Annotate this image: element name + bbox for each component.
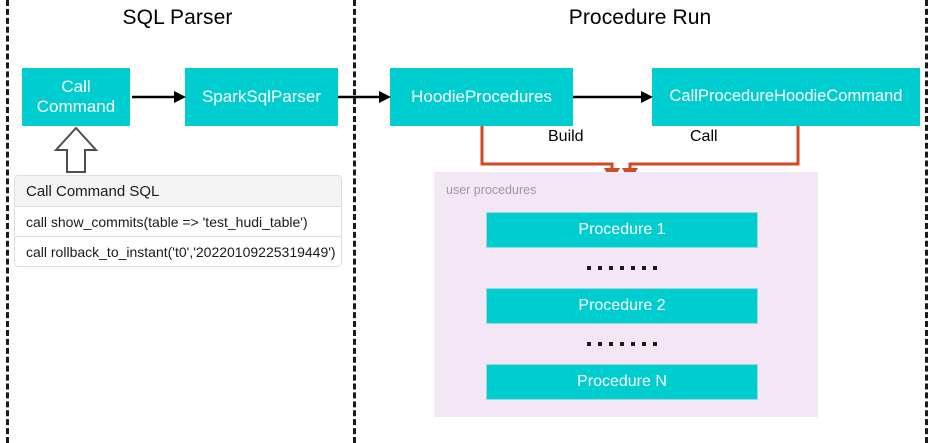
procedure-box-label: Procedure 2 (578, 297, 666, 314)
node-hoodie-procedures[interactable]: HoodieProcedures (390, 68, 573, 126)
node-call-command-line2: Command (36, 97, 116, 116)
sql-table-header: Call Command SQL (14, 175, 342, 207)
section-title-sql-parser: SQL Parser (122, 6, 233, 29)
user-procedures-panel: user procedures Procedure 1 Procedure 2 … (434, 172, 818, 417)
user-procedures-label: user procedures (446, 183, 537, 197)
node-call-command[interactable]: Call Command (22, 68, 130, 126)
node-call-command-label: Call Command (37, 77, 115, 117)
procedure-ellipsis (486, 250, 758, 286)
node-call-procedure-hoodie-command-label: CallProcedureHoodieCommand (669, 87, 903, 106)
divider-middle (353, 0, 356, 443)
procedure-box[interactable]: Procedure 2 (486, 288, 758, 324)
node-call-command-line1: Call (61, 76, 91, 96)
connector-label-build: Build (548, 128, 584, 145)
procedure-box-label: Procedure 1 (578, 221, 666, 238)
procedure-box[interactable]: Procedure 1 (486, 212, 758, 248)
sql-table-row: call rollback_to_instant('t0','202201092… (14, 237, 342, 267)
node-spark-sql-parser[interactable]: SparkSqlParser (185, 68, 338, 126)
arrow-call-command-to-spark-sql-parser (132, 91, 186, 103)
procedure-box-label: Procedure N (577, 373, 667, 390)
call-command-sql-table: Call Command SQL call show_commits(table… (14, 175, 342, 267)
node-hoodie-procedures-label: HoodieProcedures (411, 86, 552, 106)
divider-right (925, 0, 928, 443)
node-spark-sql-parser-label: SparkSqlParser (201, 86, 322, 106)
divider-left (6, 0, 9, 443)
arrow-spark-sql-parser-to-hoodie-procedures (338, 91, 391, 103)
connector-label-call: Call (690, 128, 718, 145)
procedure-box[interactable]: Procedure N (486, 364, 758, 400)
section-title-procedure-run: Procedure Run (568, 6, 712, 29)
hollow-up-arrow-icon (53, 126, 99, 173)
arrow-hoodie-procedures-to-call-procedure-hoodie-command (573, 91, 653, 103)
sql-table-row: call show_commits(table => 'test_hudi_ta… (14, 207, 342, 237)
node-call-procedure-hoodie-command[interactable]: CallProcedureHoodieCommand (652, 68, 920, 126)
procedure-ellipsis (486, 326, 758, 362)
